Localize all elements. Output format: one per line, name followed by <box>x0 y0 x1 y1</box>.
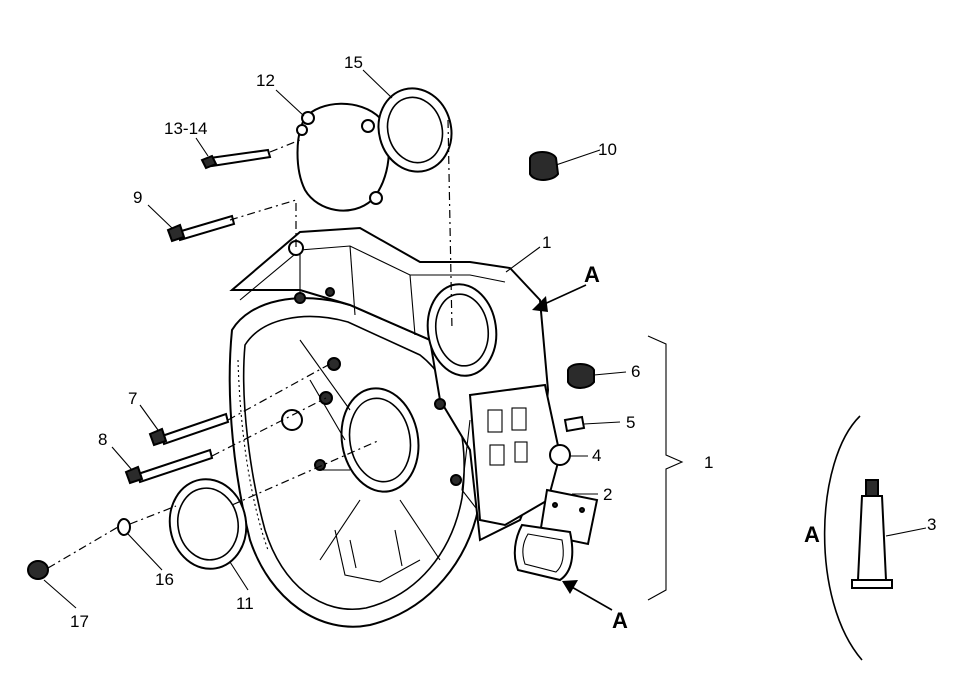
bolt-9 <box>166 214 236 243</box>
arrow-a-gasket <box>562 580 613 611</box>
assembly-line <box>211 397 327 457</box>
callout-1-kit: 1 <box>704 453 713 472</box>
callout-2: 2 <box>603 485 612 504</box>
seal-ring-bottom <box>168 478 248 570</box>
flywheel-housing <box>228 226 562 628</box>
plug-17 <box>27 560 49 580</box>
callout-7: 7 <box>128 389 137 408</box>
gasket-outline-a <box>513 523 574 582</box>
callout-16: 16 <box>155 570 174 589</box>
callout-5: 5 <box>626 413 635 432</box>
assembly-line <box>229 199 297 250</box>
plug-10 <box>529 151 560 181</box>
detail-marker-a-housing: A <box>584 262 600 287</box>
bolt-13-14 <box>200 148 272 170</box>
callout-10: 10 <box>598 140 617 159</box>
callout-15: 15 <box>344 53 363 72</box>
callout-12: 12 <box>256 71 275 90</box>
callout-13-14: 13-14 <box>164 119 207 138</box>
bolt-7 <box>148 412 230 447</box>
leader-lines <box>43 69 927 609</box>
washer-16 <box>117 518 131 536</box>
seal-ring-top <box>377 87 453 173</box>
cover-plate <box>296 102 390 212</box>
detail-marker-a-tube: A <box>804 522 820 547</box>
sealant-tube <box>851 479 893 589</box>
assembly-line <box>129 505 177 525</box>
detail-marker-a-gasket: A <box>612 608 628 633</box>
callout-17: 17 <box>70 612 89 631</box>
callout-4: 4 <box>592 446 601 465</box>
assembly-line <box>47 526 119 569</box>
callout-6: 6 <box>631 362 640 381</box>
arrow-a-housing <box>532 284 587 312</box>
assembly-line <box>447 119 453 331</box>
callout-1-housing: 1 <box>542 233 551 252</box>
assembly-line <box>269 139 301 153</box>
callout-3: 3 <box>927 515 936 534</box>
assembly-line <box>227 363 331 421</box>
callout-9: 9 <box>133 188 142 207</box>
detail-arc <box>823 415 863 661</box>
washer-4 <box>549 444 571 466</box>
callout-11: 11 <box>236 594 254 613</box>
plug-6 <box>567 363 595 389</box>
bolt-8 <box>124 448 214 485</box>
pin-5 <box>563 415 586 433</box>
callout-8: 8 <box>98 430 107 449</box>
